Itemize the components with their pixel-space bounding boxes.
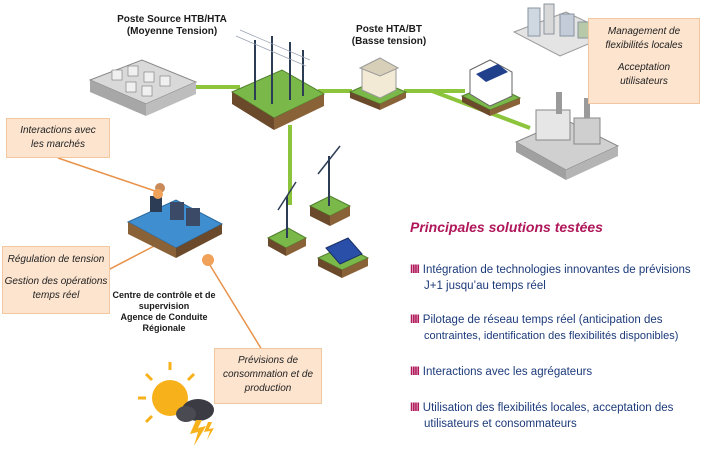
- solar-panel-field: [316, 237, 370, 278]
- weather-icon: [138, 362, 214, 446]
- connector-dot: [153, 189, 163, 199]
- industrial-site: [514, 92, 620, 180]
- central-substation: [230, 29, 326, 130]
- poste-source-substation: [88, 59, 198, 116]
- callout-previsions: Prévisions de consommation et de product…: [214, 348, 322, 404]
- control-centre: [126, 183, 224, 258]
- residential-house: [460, 59, 522, 116]
- callout-management: Management de flexibilités locales Accep…: [588, 18, 700, 104]
- solutions-title: Principales solutions testées: [410, 219, 603, 235]
- wind-turbines: [266, 145, 352, 256]
- label-poste-hta-bt: Poste HTA/BT(Basse tension): [351, 24, 427, 47]
- poste-hta-bt-building: [348, 57, 408, 110]
- connector-dot: [202, 254, 214, 266]
- callout-marches: Interactions avec les marchés: [6, 118, 110, 158]
- city-buildings: [512, 3, 614, 57]
- label-poste-source: Poste Source HTB/HTA(Moyenne Tension): [117, 14, 227, 37]
- callout-regulation: Régulation de tension Gestion des opérat…: [2, 246, 110, 314]
